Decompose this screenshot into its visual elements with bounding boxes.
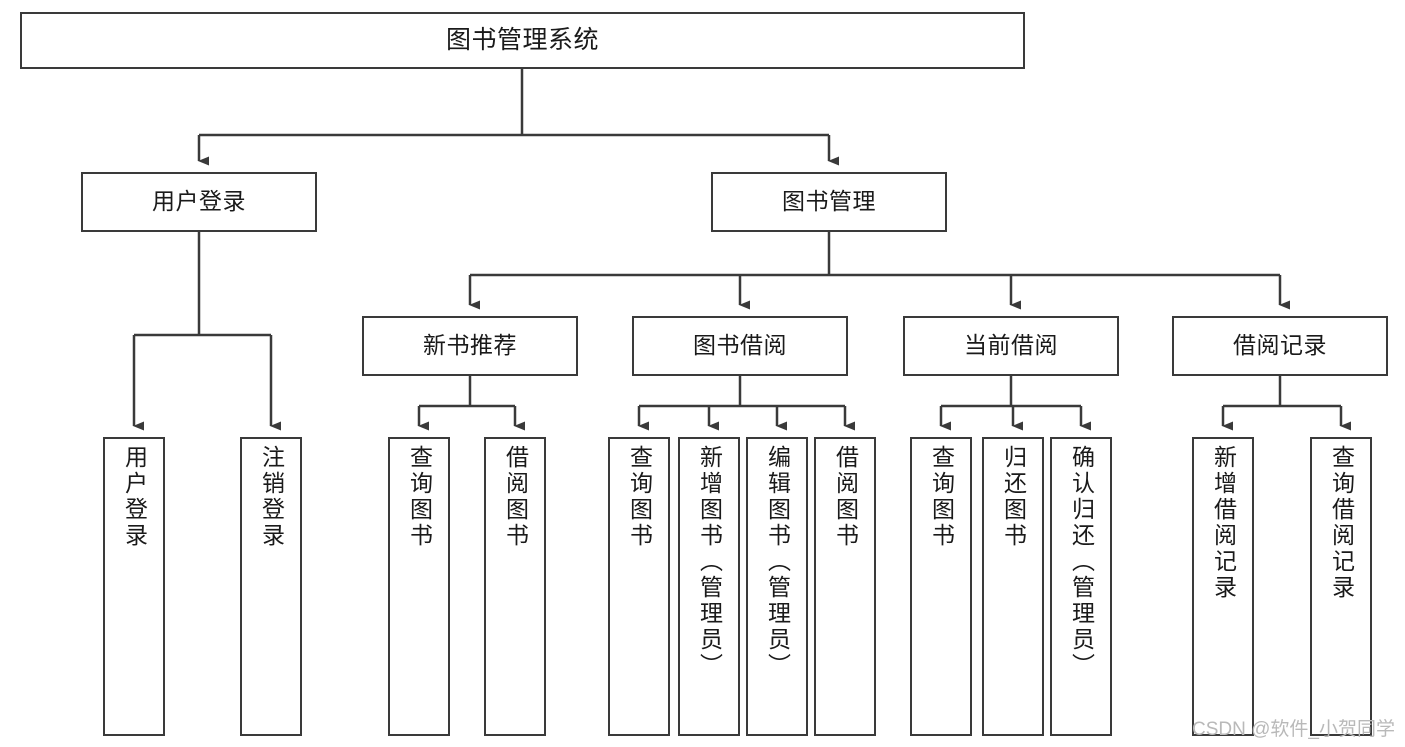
node-leaf-query-book-2[interactable]: 查询图书	[608, 437, 670, 736]
node-label: 用户登录	[121, 445, 148, 549]
watermark-text: CSDN @软件_小贺同学	[1192, 719, 1395, 740]
node-leaf-borrow-book-2[interactable]: 借阅图书	[814, 437, 876, 736]
node-label: 图书管理	[782, 188, 876, 215]
node-root[interactable]: 图书管理系统	[20, 12, 1025, 69]
node-borrow-record[interactable]: 借阅记录	[1172, 316, 1388, 376]
node-leaf-query-book-3[interactable]: 查询图书	[910, 437, 972, 736]
node-label: 借阅记录	[1233, 332, 1327, 359]
node-label: 新增图书（管理员）	[696, 445, 723, 679]
node-leaf-borrow-book-1[interactable]: 借阅图书	[484, 437, 546, 736]
node-book-manage[interactable]: 图书管理	[711, 172, 947, 232]
node-label: 确认归还（管理员）	[1068, 445, 1095, 679]
node-label: 查询借阅记录	[1328, 445, 1355, 601]
node-leaf-confirm-return[interactable]: 确认归还（管理员）	[1050, 437, 1112, 736]
node-leaf-return-book[interactable]: 归还图书	[982, 437, 1044, 736]
node-label: 查询图书	[406, 445, 433, 549]
node-leaf-logout[interactable]: 注销登录	[240, 437, 302, 736]
node-label: 注销登录	[258, 445, 285, 549]
node-label: 借阅图书	[832, 445, 859, 549]
node-user-login[interactable]: 用户登录	[81, 172, 317, 232]
node-leaf-query-book-1[interactable]: 查询图书	[388, 437, 450, 736]
node-leaf-user-login[interactable]: 用户登录	[103, 437, 165, 736]
node-label: 图书管理系统	[445, 25, 599, 54]
node-leaf-add-borrow-record[interactable]: 新增借阅记录	[1192, 437, 1254, 736]
node-label: 借阅图书	[502, 445, 529, 549]
node-label: 编辑图书（管理员）	[764, 445, 791, 679]
node-leaf-add-book[interactable]: 新增图书（管理员）	[678, 437, 740, 736]
node-label: 查询图书	[626, 445, 653, 549]
node-leaf-query-borrow-record[interactable]: 查询借阅记录	[1310, 437, 1372, 736]
node-label: 当前借阅	[964, 332, 1058, 359]
node-label: 归还图书	[1000, 445, 1027, 549]
node-label: 图书借阅	[693, 332, 787, 359]
node-label: 新增借阅记录	[1210, 445, 1237, 601]
node-label: 查询图书	[928, 445, 955, 549]
node-book-borrow[interactable]: 图书借阅	[632, 316, 848, 376]
node-leaf-edit-book[interactable]: 编辑图书（管理员）	[746, 437, 808, 736]
node-new-book-recommend[interactable]: 新书推荐	[362, 316, 578, 376]
node-current-borrow[interactable]: 当前借阅	[903, 316, 1119, 376]
node-label: 用户登录	[152, 188, 246, 215]
node-label: 新书推荐	[423, 332, 517, 359]
